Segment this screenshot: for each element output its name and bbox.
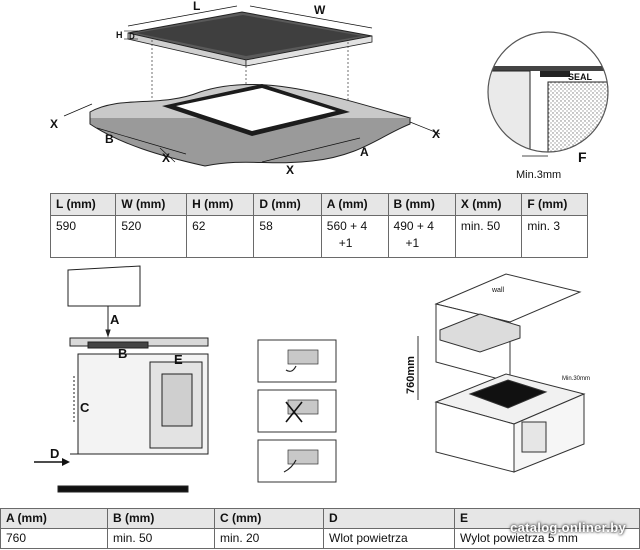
value-H: 62 (186, 215, 255, 258)
install-header-D: D (323, 508, 455, 529)
value-F: min. 3 (521, 215, 588, 258)
header-W: W (mm) (115, 193, 188, 216)
wall-label: wall (491, 287, 505, 294)
header-L: L (mm) (49, 193, 117, 216)
value-B-tolerance: +1 (405, 236, 420, 250)
install-label-B: B (118, 346, 127, 361)
header-D: D (mm) (253, 193, 322, 216)
dim-label-X-bottom: X (286, 163, 294, 177)
install-label-C: C (80, 400, 90, 415)
dim-label-F: F (578, 149, 587, 165)
dim-label-W: W (314, 3, 326, 17)
cutout-diagram: L W H D X B X X A X SEAL F (50, 0, 609, 181)
installation-diagram: A B E C D wall 760mm Min.30mm (34, 265, 590, 493)
dim-label-B-top: B (105, 132, 114, 146)
dim-label-A-top: A (360, 145, 369, 159)
min-gap-label: Min.3mm (516, 169, 561, 181)
watermark: catalog.onliner.by (510, 520, 626, 535)
dim-label-D: D (129, 32, 135, 41)
value-B: 490 + 4 +1 (387, 215, 456, 258)
install-value-A: 760 (0, 528, 108, 549)
installation-table-row: 760 min. 50 min. 20 Wlot powietrza Wylot… (0, 528, 640, 549)
dim-label-X-right: X (432, 127, 440, 141)
dim-label-X-left: X (50, 117, 58, 131)
cabinet-3d-view (417, 273, 586, 473)
spec-table-row: 590 520 62 58 560 + 4 +1 490 + 4 +1 min.… (49, 215, 588, 258)
install-label-D: D (50, 446, 59, 461)
height-760-label: 760mm (405, 356, 417, 394)
spec-table: L (mm) W (mm) H (mm) D (mm) A (mm) B (mm… (49, 193, 588, 258)
dim-label-H: H (116, 30, 123, 40)
cabinet-side-view (57, 265, 209, 493)
value-A-tolerance: +1 (338, 236, 353, 250)
min-side-label: Min.30mm (562, 376, 590, 382)
dim-label-L: L (193, 0, 200, 13)
install-header-A: A (mm) (0, 508, 108, 529)
seal-detail (488, 32, 608, 152)
header-F: F (mm) (521, 193, 588, 216)
header-A: A (mm) (320, 193, 389, 216)
airflow-inset-3 (257, 439, 337, 483)
install-value-E: Wylot powietrza 5 mm (454, 528, 640, 549)
installation-table: A (mm) B (mm) C (mm) D E 760 min. 50 min… (0, 508, 640, 549)
value-X: min. 50 (454, 215, 523, 258)
install-value-B: min. 50 (107, 528, 215, 549)
airflow-inset-1 (257, 339, 337, 383)
header-H: H (mm) (186, 193, 255, 216)
spec-table-header: L (mm) W (mm) H (mm) D (mm) A (mm) B (mm… (49, 193, 588, 216)
header-X: X (mm) (454, 193, 523, 216)
value-A-main: 560 + 4 (326, 219, 368, 233)
install-label-E: E (174, 352, 183, 367)
install-value-D: Wlot powietrza (323, 528, 455, 549)
header-B: B (mm) (387, 193, 456, 216)
seal-label: SEAL (568, 72, 593, 82)
value-B-main: 490 + 4 (393, 219, 434, 233)
install-label-A: A (110, 312, 120, 327)
airflow-inset-2 (257, 389, 337, 433)
value-A: 560 + 4 +1 (320, 215, 389, 258)
value-W: 520 (115, 215, 188, 258)
value-D: 58 (253, 215, 322, 258)
install-header-C: C (mm) (214, 508, 324, 529)
install-header-B: B (mm) (107, 508, 215, 529)
install-value-C: min. 20 (214, 528, 324, 549)
value-L: 590 (49, 215, 117, 258)
dim-label-X-front: X (162, 151, 170, 165)
install-header-E: E (454, 508, 640, 529)
